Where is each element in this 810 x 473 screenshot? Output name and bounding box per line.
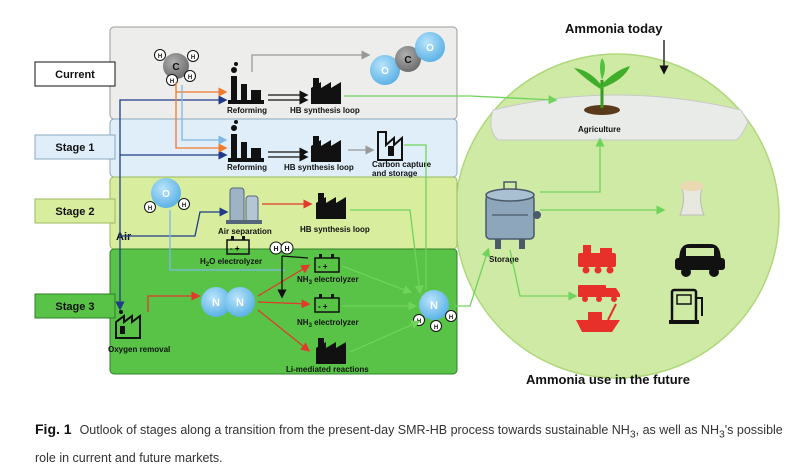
air-label: Air [116, 231, 132, 243]
storage-label: Storage [489, 255, 519, 264]
hb-factory-icon-stage1 [311, 136, 341, 162]
svg-text:H: H [170, 79, 174, 85]
svg-text:H: H [158, 54, 162, 60]
svg-text:N: N [212, 297, 220, 309]
svg-text:N: N [430, 300, 438, 312]
plant-icon [574, 58, 630, 115]
stage-label-current: Current [34, 61, 116, 87]
caption-text-2: , as well as NH [635, 423, 719, 437]
h2o-electrolyzer-label: H2O electrolyzer [200, 257, 262, 268]
hb-loop-label-current: HB synthesis loop [290, 106, 360, 115]
car-icon [675, 244, 725, 277]
truck-icon [578, 285, 620, 302]
svg-text:H: H [449, 315, 453, 321]
flow-arrows [115, 50, 666, 353]
ammonia-today-label: Ammonia today [565, 21, 663, 36]
li-mediated-label: Li-mediated reactions [286, 365, 369, 374]
ammonia-transition-diagram: Ammonia today Agriculture Storage [34, 21, 780, 387]
stage3-panel [109, 248, 458, 375]
svg-text:Stage 3: Stage 3 [55, 301, 94, 313]
hb-factory-icon-stage2 [316, 193, 346, 219]
hb-loop-label-stage2: HB synthesis loop [300, 225, 370, 234]
figure-number: Fig. 1 [35, 421, 72, 437]
nh3-electrolyzer-icon-2: - + [314, 294, 340, 313]
caption-sub-1: 3 [629, 429, 636, 441]
reforming-label-current: Reforming [227, 106, 267, 115]
svg-text:Current: Current [55, 69, 95, 81]
power-plant-icon [679, 181, 705, 216]
reformer-icon-stage1 [228, 120, 264, 162]
svg-text:Stage 1: Stage 1 [55, 142, 94, 154]
svg-text:- +: - + [230, 244, 240, 253]
stage-label-stage1: Stage 1 [34, 134, 116, 160]
svg-text:Stage 2: Stage 2 [55, 206, 94, 218]
svg-text:O: O [426, 43, 434, 54]
svg-text:H: H [182, 203, 186, 209]
svg-text:H: H [434, 325, 438, 331]
ammonia-today-cap [490, 94, 749, 141]
carbon-capture-label-1: Carbon capture [372, 160, 432, 169]
carbon-capture-label-2: and storage [372, 169, 418, 178]
hb-loop-label-stage1: HB synthesis loop [284, 163, 354, 172]
reformer-icon-current [228, 62, 264, 104]
nh3-electrolyzer-icon-1: - + [314, 254, 340, 273]
agriculture-label: Agriculture [578, 125, 621, 134]
stage-label-stage2: Stage 2 [34, 198, 116, 224]
svg-text:N: N [236, 297, 244, 309]
li-mediated-icon [316, 338, 346, 364]
stage-label-stage3: Stage 3 [34, 293, 116, 319]
figure-caption: Fig. 1 Outlook of stages along a transiti… [35, 418, 785, 469]
svg-text:- +: - + [318, 302, 328, 311]
water-molecule: O H H [144, 178, 190, 213]
oxygen-removal-icon [115, 310, 141, 339]
svg-text:H: H [273, 246, 278, 253]
ammonia-future-label: Ammonia use in the future [526, 372, 690, 387]
svg-text:H: H [191, 55, 195, 61]
caption-sub-2: 3 [718, 429, 725, 441]
caption-text-1: Outlook of stages along a transition fro… [79, 423, 630, 437]
h2-molecule: H H [269, 241, 294, 255]
air-separation-icon [226, 187, 262, 224]
svg-text:C: C [172, 62, 179, 73]
n2-molecule: N N [201, 287, 255, 317]
oxygen-removal-label: Oxygen removal [108, 345, 170, 354]
svg-text:C: C [404, 55, 411, 66]
current-panel [109, 26, 458, 120]
svg-text:H: H [148, 206, 152, 212]
svg-text:- +: - + [318, 262, 328, 271]
ship-icon [576, 303, 620, 332]
h2o-electrolyzer-icon: - + [226, 236, 250, 255]
caption-text-3: 's possible role in current and future m… [35, 423, 783, 465]
air-separation-label: Air separation [218, 227, 272, 236]
nh3-electrolyzer-label-2: NH3 electrolyzer [297, 318, 359, 329]
fuel-pump-icon [669, 288, 703, 324]
svg-text:O: O [381, 66, 389, 77]
methane-molecule: C H H H H [154, 49, 199, 86]
nh3-electrolyzer-label-1: NH3 electrolyzer [297, 275, 359, 286]
carbon-capture-icon [377, 131, 403, 161]
hb-factory-icon-current [311, 78, 341, 104]
svg-text:H: H [284, 246, 289, 253]
co2-molecule: O C O [370, 32, 445, 85]
reforming-label-stage1: Reforming [227, 163, 267, 172]
svg-text:O: O [162, 189, 170, 200]
train-icon [578, 245, 616, 274]
storage-tank-icon [485, 181, 541, 249]
svg-text:H: H [188, 75, 192, 81]
